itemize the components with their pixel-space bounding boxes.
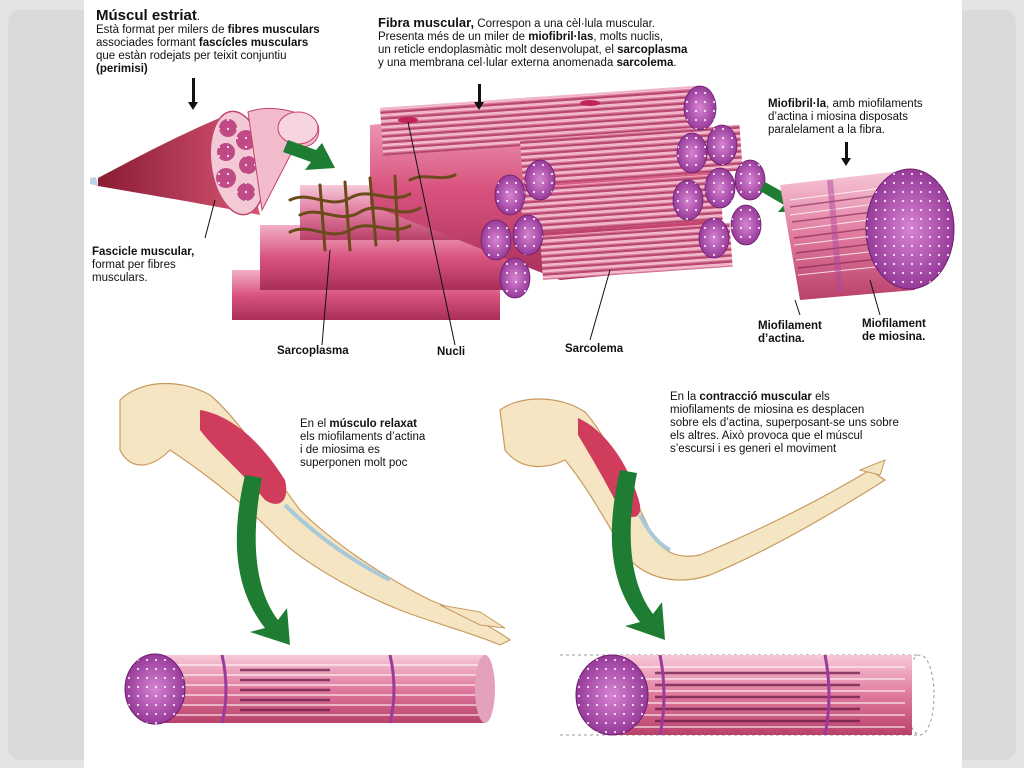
fibra-line-1: Correspon a una cèl·lula muscular. [474, 18, 655, 30]
muscle-line-2b: fascícles musculars [198, 37, 309, 49]
label-leaders [204, 121, 881, 346]
muscle-belly [90, 107, 320, 216]
fibra-line-2b: miofibril·las [528, 31, 594, 43]
muscle-line-1a: Està format per milers de [96, 24, 228, 36]
miofibril-line-2: d’actina i miosina disposats [768, 111, 908, 123]
label-sarcoplasma: Sarcoplasma [277, 345, 349, 357]
relaxat-line-1b: músculo relaxat [329, 418, 417, 430]
fibra-description: Fibra muscular, Correspon a una cèl·lula… [378, 16, 738, 70]
sarcomere-contracted [560, 654, 935, 736]
fibra-line-4a: y una membrana cel·lular externa anomena… [378, 57, 617, 69]
zoom-arrow-1 [283, 140, 335, 170]
muscle-line-2a: associades formant [96, 37, 199, 49]
muscle-title-dot: . [196, 11, 201, 23]
fibra-line-4c: . [673, 57, 677, 69]
fascicle-line-3: musculars. [92, 272, 148, 284]
muscle-title: Múscul estriat [96, 7, 197, 24]
fascicle-title: Fascicle muscular, [92, 246, 195, 258]
muscle-line-4: (perimisi) [96, 63, 148, 75]
muscle-line-1b: fibres musculars [227, 24, 320, 36]
fibra-line-3b: sarcoplasma [617, 44, 688, 56]
myofibril [780, 168, 955, 300]
contraccio-line-3: sobre els d’actina, superposant-se uns s… [670, 417, 899, 429]
curved-arrow-right [611, 470, 665, 640]
miofibril-line-1: , amb miofilaments [826, 98, 923, 110]
fibra-line-4b: sarcolema [616, 57, 674, 69]
label-miofilament-actina: Miofilament d’actina. [758, 320, 822, 346]
relaxat-line-3: i de miosima es [300, 444, 380, 456]
label-miosina-line-1: Miofilament [862, 318, 926, 330]
contraccio-line-1a: En la [670, 391, 700, 403]
fascicle-line-2: format per fibres [92, 259, 176, 271]
pointer-arrow-miofibril [841, 142, 851, 166]
relaxat-description: En el músculo relaxat els miofilaments d… [300, 418, 480, 470]
label-sarcolema: Sarcolema [565, 343, 624, 355]
fibra-line-3a: un reticle endoplasmàtic molt desenvolup… [378, 44, 618, 56]
fascicle-description: Fascicle muscular, format per fibres mus… [92, 246, 232, 285]
pointer-arrow-fibra [474, 84, 484, 110]
fibra-line-2a: Presenta més de un miler de [378, 31, 529, 43]
muscle-description: Múscul estriat. Està format per milers d… [96, 7, 356, 76]
contraccio-description: En la contracció muscular els miofilamen… [670, 391, 940, 456]
contraccio-line-2: miofilaments de miosina es desplacen [670, 404, 865, 416]
miofibril-description: Miofibril·la, amb miofilaments d’actina … [768, 98, 968, 137]
fibra-title: Fibra muscular, [378, 15, 475, 30]
miofibril-line-3: paralelament a la fibra. [768, 124, 885, 136]
muscle-line-3: que estàn rodejats per teixit conjuntiu [96, 50, 287, 62]
contraccio-line-1b: contracció muscular [699, 391, 812, 403]
fibra-line-2c: , molts nuclis, [593, 31, 664, 43]
relaxat-line-4: superponen molt poc [300, 457, 408, 469]
label-nucli: Nucli [437, 346, 466, 358]
curved-arrow-left [236, 475, 290, 645]
miofibril-title: Miofibril·la [768, 98, 827, 110]
label-actina-line-1: Miofilament [758, 320, 822, 332]
contraccio-line-4: els altres. Això provoca que el múscul [670, 430, 863, 442]
sarcomere-relaxed [124, 653, 495, 725]
relaxat-line-1a: En el [300, 418, 330, 430]
pointer-arrow-muscle [188, 78, 198, 110]
arm-relaxed [119, 382, 512, 646]
contraccio-line-1c: els [811, 391, 830, 403]
label-actina-line-2: d’actina. [758, 333, 805, 345]
label-miofilament-miosina: Miofilament de miosina. [862, 318, 926, 344]
fiber-bundle [232, 85, 766, 320]
relaxat-line-2: els miofilaments d’actina [300, 431, 426, 443]
label-miosina-line-2: de miosina. [862, 331, 926, 343]
contraccio-line-5: s’escursi i es generi el moviment [670, 443, 837, 455]
